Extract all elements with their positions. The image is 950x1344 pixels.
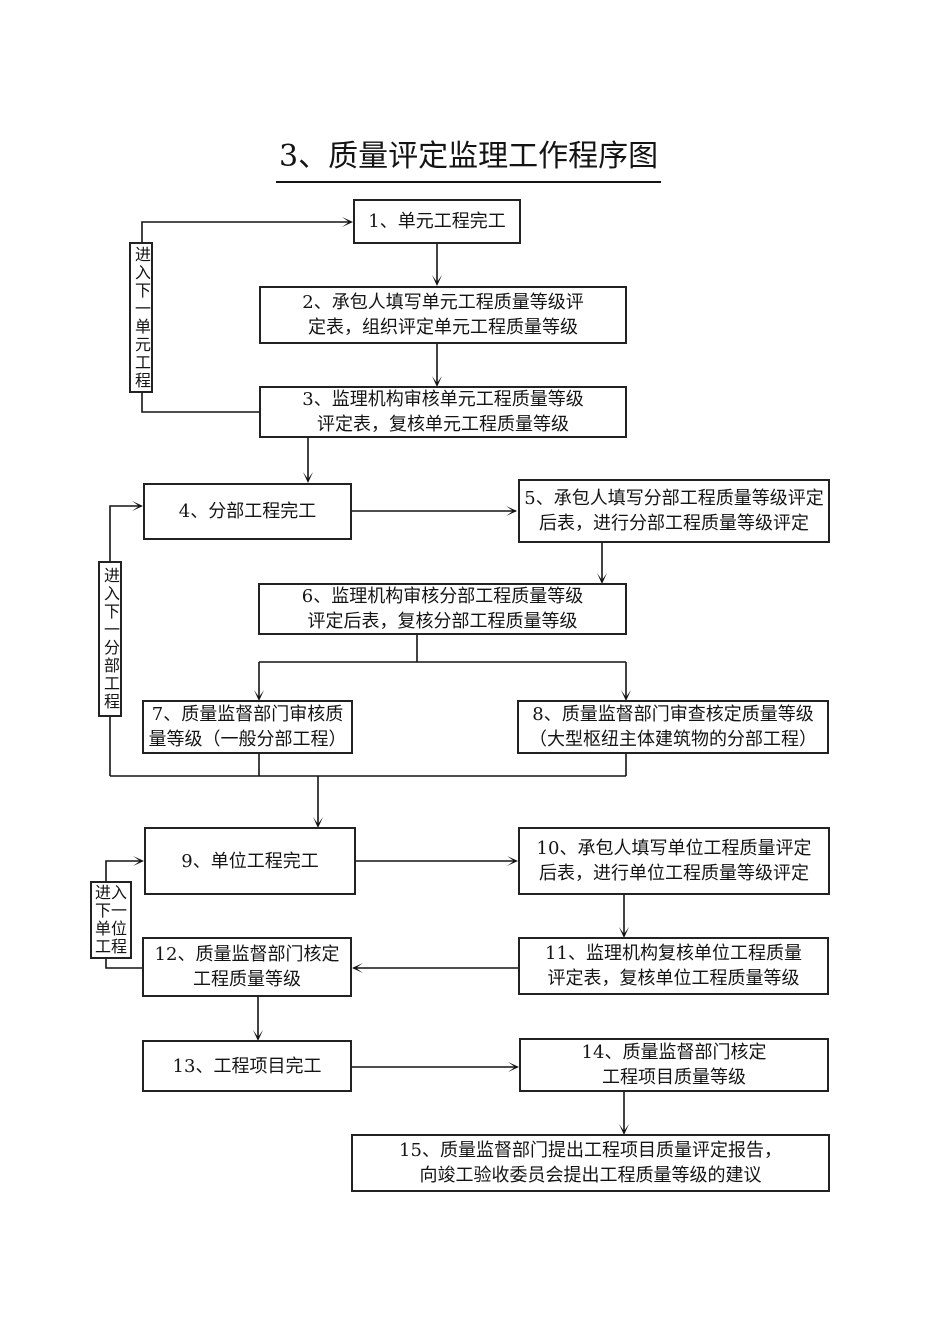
loop-label-next-unit: 进入下一单元工程: [129, 242, 153, 393]
flow-node-4-text: 4、分部工程完工: [178, 501, 317, 522]
flow-node-10-text: 10、承包人填写单位工程质量评定: [536, 838, 812, 859]
arrowhead-down: [254, 690, 264, 701]
flow-node-11-text: 11、监理机构复核单位工程质量: [545, 943, 802, 964]
flow-node-11-text: 评定表，复核单位工程质量等级: [547, 968, 800, 989]
arrowhead-right: [508, 1062, 519, 1072]
flow-node-1: 1、单元工程完工: [353, 199, 521, 244]
flow-node-7: 7、质量监督部门审核质 量等级（一般分部工程）: [142, 700, 353, 754]
flow-node-7-text: 量等级（一般分部工程）: [148, 729, 347, 750]
split-6-to-7-8: [258, 634, 627, 699]
arrowhead-down: [619, 927, 629, 938]
flow-node-15-text: 15、质量监督部门提出工程项目质量评定报告，: [399, 1140, 782, 1161]
flow-node-15-text: 向竣工验收委员会提出工程质量等级的建议: [419, 1165, 762, 1186]
loop-label-next-division: 进入下一分部工程: [98, 561, 122, 717]
flow-node-6-text: 6、监理机构审核分部工程质量等级: [301, 586, 584, 607]
arrowhead-right: [132, 501, 143, 511]
flow-node-10-text: 后表，进行单位工程质量等级评定: [539, 863, 809, 884]
flow-node-5-text: 后表，进行分部工程质量等级评定: [539, 513, 809, 534]
loop-label-next-unit-project: 进入下一单位工程: [90, 881, 132, 959]
arrowhead-right: [506, 506, 517, 516]
loop-label-next-unit-project-text: 进入下一单位工程: [94, 883, 127, 956]
flow-node-14-text: 工程项目质量等级: [602, 1067, 746, 1088]
page-title: 3、质量评定监理工作程序图: [276, 131, 662, 183]
arrowhead-down: [621, 690, 631, 701]
arrowhead-down: [619, 1124, 629, 1135]
flow-node-13: 13、工程项目完工: [142, 1040, 352, 1092]
arrowhead-down: [253, 1030, 263, 1041]
arrowhead-down: [313, 817, 323, 828]
flow-node-9: 9、单位工程完工: [144, 827, 356, 895]
flow-node-12-text: 12、质量监督部门核定: [154, 944, 340, 965]
flow-node-7-text: 7、质量监督部门审核质: [151, 704, 344, 725]
flow-node-10: 10、承包人填写单位工程质量评定 后表，进行单位工程质量等级评定: [518, 827, 830, 895]
flow-node-8-text: 8、质量监督部门审查核定质量等级: [532, 704, 814, 725]
flow-node-1-text: 1、单元工程完工: [368, 211, 506, 232]
flow-node-11: 11、监理机构复核单位工程质量 评定表，复核单位工程质量等级: [518, 937, 829, 995]
loop-label-next-division-text: 进入下一分部工程: [101, 567, 120, 711]
loop-12-to-9: [105, 860, 142, 969]
flow-node-13-text: 13、工程项目完工: [172, 1055, 322, 1077]
loop-merge-to-4: [109, 505, 141, 776]
flow-node-12-text: 工程质量等级: [193, 969, 301, 990]
flow-node-3-text: 3、监理机构审核单元工程质量等级: [302, 389, 584, 410]
flow-node-9-text: 9、单位工程完工: [181, 850, 319, 872]
flow-node-3-text: 评定表，复核单元工程质量等级: [317, 414, 569, 435]
flow-node-14-text: 14、质量监督部门核定: [581, 1042, 767, 1063]
flow-node-6: 6、监理机构审核分部工程质量等级 评定后表，复核分部工程质量等级: [258, 583, 627, 635]
flow-node-8: 8、质量监督部门审查核定质量等级 （大型枢纽主体建筑物的分部工程）: [517, 700, 829, 754]
arrowhead-right: [133, 856, 144, 866]
arrowhead-down: [597, 573, 607, 584]
arrowhead-left: [352, 963, 363, 973]
flow-node-12: 12、质量监督部门核定 工程质量等级: [142, 937, 352, 997]
merge-7-8-to-9: [110, 753, 627, 826]
flow-node-5-text: 5、承包人填写分部工程质量等级评定: [524, 488, 824, 509]
flow-node-2: 2、承包人填写单元工程质量等级评 定表，组织评定单元工程质量等级: [259, 286, 627, 344]
flow-node-5: 5、承包人填写分部工程质量等级评定 后表，进行分部工程质量等级评定: [518, 479, 830, 543]
arrowhead-down: [303, 472, 313, 483]
arrowhead-down: [432, 275, 442, 286]
arrowhead-right: [342, 217, 353, 227]
connector-segments: [105, 221, 627, 1133]
flow-node-3: 3、监理机构审核单元工程质量等级 评定表，复核单元工程质量等级: [259, 386, 627, 438]
arrowhead-down: [432, 376, 442, 387]
flow-node-6-text: 评定后表，复核分部工程质量等级: [307, 611, 578, 632]
flow-node-2-text: 定表，组织评定单元工程质量等级: [308, 317, 578, 338]
flow-node-14: 14、质量监督部门核定 工程项目质量等级: [519, 1038, 829, 1092]
flow-node-8-text: （大型枢纽主体建筑物的分部工程）: [529, 729, 817, 750]
loop-3-to-1: [141, 221, 351, 413]
arrowhead-right: [507, 856, 518, 866]
arrow-heads: [132, 217, 631, 1135]
flow-node-15: 15、质量监督部门提出工程项目质量评定报告， 向竣工验收委员会提出工程质量等级的…: [351, 1134, 830, 1192]
flow-node-4: 4、分部工程完工: [143, 483, 352, 540]
flow-node-2-text: 2、承包人填写单元工程质量等级评: [302, 292, 584, 313]
loop-label-next-unit-text: 进入下一单元工程: [132, 245, 151, 390]
